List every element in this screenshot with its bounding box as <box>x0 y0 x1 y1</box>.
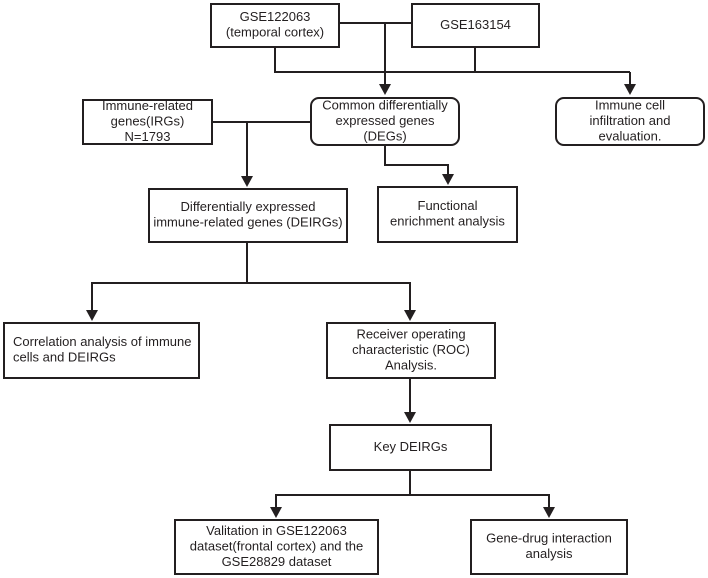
node-label-validation-line-2: dataset(frontal cortex) and the <box>190 538 363 553</box>
node-box-validation <box>174 519 379 575</box>
node-label-degs-line-2: expressed genes <box>335 113 435 128</box>
node-box-gse163154 <box>411 3 540 48</box>
connector-key-split-left <box>275 471 411 510</box>
node-label-gse163154-line-1: GSE163154 <box>440 17 511 32</box>
node-label-irgs-line-3: N=1793 <box>125 129 171 144</box>
connector-degs-to-functional <box>384 146 449 177</box>
arrow-to-key-deirgs <box>404 412 416 423</box>
node-label-immune-cell-line-2: infiltration and <box>590 113 671 128</box>
arrow-to-functional <box>442 174 454 185</box>
node-label-deirgs-line-1: Differentially expressed <box>181 199 316 214</box>
node-key-deirgs: Key DEIRGs <box>329 424 492 471</box>
connector-key-split-right <box>410 494 550 510</box>
arrow-to-validation <box>270 507 282 518</box>
node-label-irgs-line-2: genes(IRGs) <box>111 113 185 128</box>
node-box-key-deirgs <box>329 424 492 471</box>
arrow-to-roc <box>404 310 416 321</box>
node-box-gene-drug <box>470 519 628 575</box>
node-box-degs <box>310 97 460 146</box>
node-box-correlation <box>3 322 200 379</box>
node-label-validation-line-1: Valitation in GSE122063 <box>206 523 347 538</box>
node-label-functional-line-2: enrichment analysis <box>390 214 505 229</box>
node-label-roc-line-2: characteristic (ROC) <box>352 342 470 357</box>
node-label-correlation-line-2: cells and DEIRGs <box>13 350 116 365</box>
arrow-to-deirgs <box>241 176 253 187</box>
node-label-deirgs-line-2: immune-related genes (DEIRGs) <box>153 215 342 230</box>
node-label-correlation-line-1: Correlation analysis of immune <box>13 334 191 349</box>
node-label-immune-cell-line-3: evaluation. <box>599 128 662 143</box>
node-label-gene-drug-line-1: Gene-drug interaction <box>486 531 612 546</box>
arrow-to-degs <box>379 84 391 95</box>
node-label-roc-line-1: Receiver operating <box>356 326 465 341</box>
connector-deirgs-split-right <box>247 282 411 313</box>
node-label-irgs-line-1: Immune-related <box>102 98 193 113</box>
node-box-gse122063 <box>210 3 340 48</box>
node-box-functional <box>377 186 518 243</box>
node-label-key-deirgs-line-1: Key DEIRGs <box>374 439 448 454</box>
node-label-roc-line-3: Analysis. <box>385 357 437 372</box>
node-box-deirgs <box>148 188 348 243</box>
node-box-irgs <box>82 99 213 145</box>
node-gse122063: GSE122063(temporal cortex) <box>210 3 340 48</box>
connector-deirgs-split <box>91 243 248 313</box>
node-label-validation-line-3: GSE28829 dataset <box>222 554 332 569</box>
arrow-to-correlation <box>86 310 98 321</box>
node-label-degs-line-1: Common differentially <box>322 97 448 112</box>
arrowheads-layer <box>86 84 636 518</box>
node-label-functional-line-1: Functional <box>418 198 478 213</box>
node-label-degs-line-3: (DEGs) <box>363 128 406 143</box>
node-label-gene-drug-line-2: analysis <box>526 546 573 561</box>
edges-layer <box>91 22 631 510</box>
arrow-to-gene-drug <box>543 507 555 518</box>
arrow-to-immune-cell <box>624 84 636 95</box>
node-box-roc <box>326 322 496 379</box>
node-gse163154: GSE163154 <box>411 3 540 48</box>
connector-gse122063-bottom-bus <box>274 48 630 73</box>
node-box-immune-cell <box>555 97 705 146</box>
node-label-gse122063-line-1: GSE122063 <box>240 9 311 24</box>
node-label-immune-cell-line-1: Immune cell <box>595 97 665 112</box>
node-label-gse122063-line-2: (temporal cortex) <box>226 25 324 40</box>
nodes-layer: GSE122063(temporal cortex) GSE163154Immun… <box>3 3 705 575</box>
